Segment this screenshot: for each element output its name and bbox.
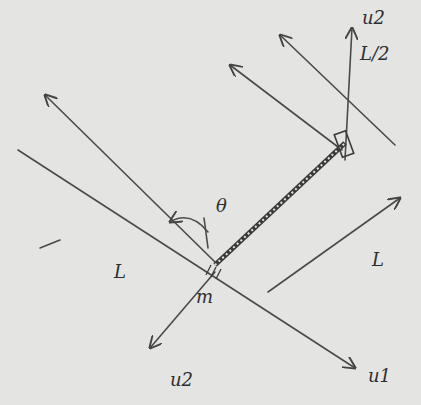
mass-hatch: [206, 265, 221, 279]
symbol-label: u2: [360, 8, 387, 28]
rod: [215, 131, 354, 265]
symbol-label: L: [112, 262, 128, 282]
symbol-label: θ: [214, 196, 229, 216]
length-arrow: [268, 198, 400, 292]
velocity-line: [45, 95, 215, 262]
velocity-line: [280, 35, 395, 145]
symbol-label: m: [194, 287, 215, 307]
angle-arc: [170, 218, 208, 232]
symbol-label: u1: [366, 366, 393, 386]
velocity-arrow: [150, 272, 215, 348]
symbol-label: L: [370, 250, 386, 270]
symbol-label: u2: [168, 370, 195, 390]
tick: [40, 240, 60, 248]
reference-line: [204, 218, 208, 248]
symbol-label: L/2: [358, 44, 391, 64]
